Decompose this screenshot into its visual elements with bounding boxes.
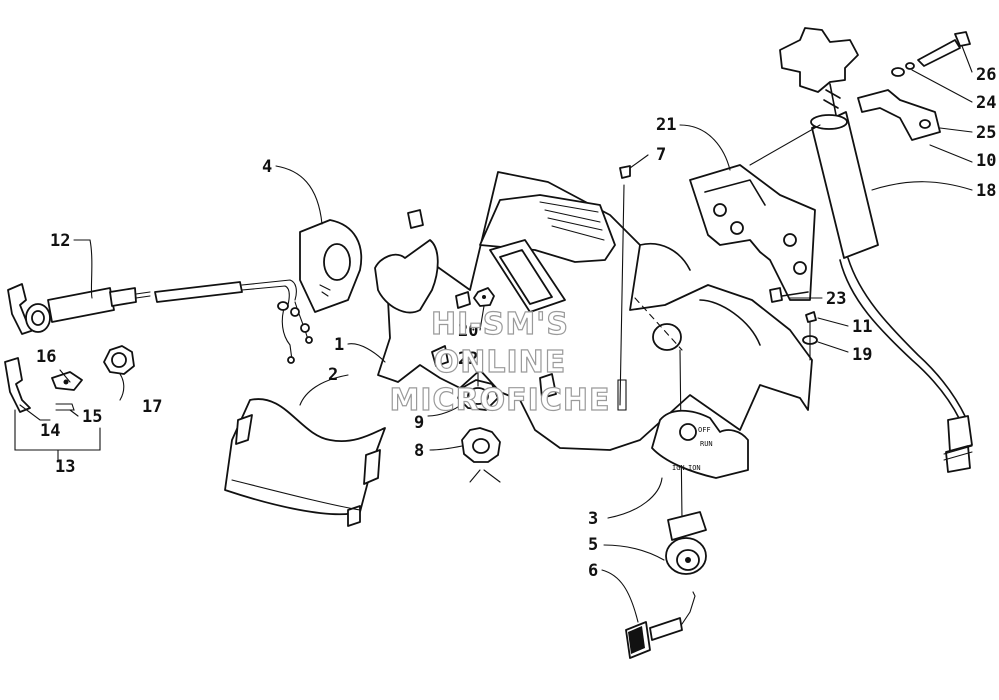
fasteners-center	[457, 287, 501, 483]
callout-10: 10	[976, 151, 996, 171]
callout-6: 6	[588, 561, 598, 581]
callout-21: 21	[656, 115, 676, 135]
callout-20: 20	[458, 321, 478, 341]
label-off: OFF	[698, 426, 711, 434]
callout-19: 19	[852, 345, 872, 365]
mounting-bracket	[689, 164, 816, 301]
callout-23: 23	[826, 289, 846, 309]
callout-7: 7	[656, 145, 666, 165]
callout-5: 5	[588, 535, 598, 555]
ignition-panel: OFF RUN IGN ION	[651, 409, 749, 479]
callout-labels: 12 16 17 15 14 13 4 1 2 20 22 9 8 7 21 2…	[36, 65, 996, 581]
callout-17: 17	[142, 397, 162, 417]
throttle-hardware	[4, 345, 135, 413]
label-run: RUN	[700, 440, 713, 448]
callout-3: 3	[588, 509, 598, 529]
label-ign: IGN	[672, 464, 685, 472]
lower-cover	[224, 398, 386, 527]
callout-9: 9	[414, 413, 424, 433]
callout-1: 1	[334, 335, 344, 355]
screws-right	[619, 165, 818, 361]
callout-8: 8	[414, 441, 424, 461]
callout-16: 16	[36, 347, 56, 367]
callout-12: 12	[50, 231, 70, 251]
watermark-line-1: HI-SM'S	[431, 307, 569, 342]
throttle-assembly	[7, 279, 313, 364]
callout-18: 18	[976, 181, 996, 201]
label-ion: ION	[688, 464, 701, 472]
callout-13: 13	[55, 457, 75, 477]
callout-14: 14	[40, 421, 60, 441]
gauge-panel	[299, 209, 439, 314]
console-body	[377, 171, 813, 521]
ignition-key	[625, 591, 696, 659]
callout-24: 24	[976, 93, 996, 113]
leader-lines	[14, 45, 973, 623]
watermark-line-2: ONLINE	[434, 345, 567, 380]
callout-26: 26	[976, 65, 996, 85]
callout-25: 25	[976, 123, 996, 143]
primer-pump	[779, 27, 973, 473]
callout-2: 2	[328, 365, 338, 385]
watermark-line-3: MICROFICHE	[390, 383, 611, 418]
callout-11: 11	[852, 317, 872, 337]
callout-15: 15	[82, 407, 102, 427]
callout-4: 4	[262, 157, 272, 177]
clamp-and-bolt	[857, 31, 971, 141]
callout-22: 22	[458, 349, 478, 369]
ignition-switch	[665, 511, 707, 575]
watermark: HI-SM'S ONLINE MICROFICHE	[389, 306, 611, 418]
